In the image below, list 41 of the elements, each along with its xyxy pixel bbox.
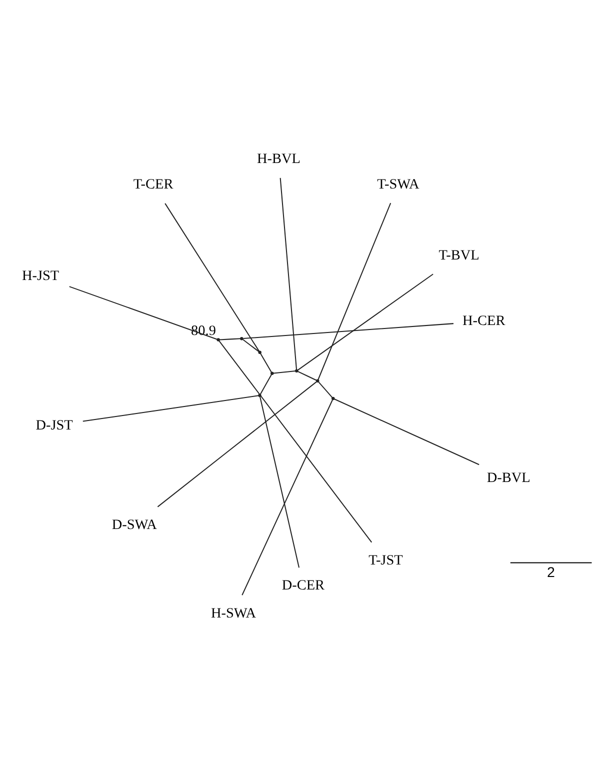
- node-text: H-JST: [22, 268, 60, 284]
- node-text: H-CER: [462, 313, 506, 330]
- node-point: [270, 372, 274, 375]
- connector: [242, 339, 259, 352]
- node-text: D-BVL: [486, 470, 530, 486]
- connector: [164, 203, 260, 352]
- node-text: T-SWA: [377, 176, 420, 192]
- node-text: H-BVL: [257, 151, 300, 168]
- node-label: 80.9: [191, 322, 216, 339]
- node-point: [295, 369, 298, 372]
- node-point: [258, 350, 262, 354]
- connector: [218, 340, 372, 543]
- node-text: H-SWA: [211, 605, 256, 622]
- node-text: D-SWA: [112, 516, 157, 533]
- connector: [334, 398, 480, 466]
- node-point: [240, 336, 244, 340]
- node-point: [316, 379, 320, 382]
- connector: [69, 286, 218, 340]
- connector: [260, 396, 300, 568]
- connector: [297, 274, 434, 371]
- node-text: D-CER: [282, 578, 325, 594]
- node-point: [216, 338, 220, 342]
- connector: [242, 400, 333, 596]
- connector: [243, 323, 454, 339]
- connector: [318, 382, 333, 398]
- connector: [273, 370, 296, 374]
- connector: [82, 395, 258, 422]
- connector: [157, 381, 317, 508]
- connector: [219, 338, 240, 340]
- node-text: T-BVL: [438, 247, 480, 264]
- node-text: T-CER: [133, 176, 174, 193]
- connector: [318, 202, 392, 380]
- connector: [260, 353, 272, 372]
- label: 2: [546, 565, 555, 582]
- connector: [280, 178, 298, 370]
- node-text: D-JST: [36, 417, 73, 434]
- node-point: [332, 396, 335, 400]
- connector: [298, 370, 317, 381]
- connector: [260, 374, 272, 395]
- node-text: T-JST: [368, 552, 403, 569]
- node-point: [258, 394, 262, 398]
